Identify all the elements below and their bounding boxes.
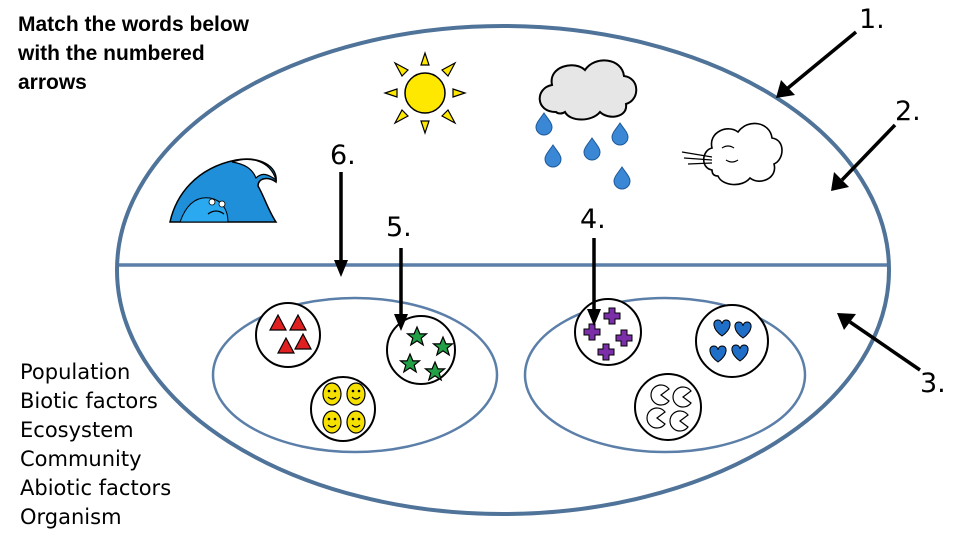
instruction-line: arrows — [18, 71, 87, 94]
instructions: Match the words below with the numbered … — [18, 10, 308, 97]
wind-cloud-icon — [681, 122, 783, 186]
population-triangles — [255, 302, 321, 368]
arrows — [334, 30, 921, 372]
arrow-label-6: 6. — [330, 140, 356, 171]
population-hearts — [695, 304, 769, 378]
word-list-item: Population — [20, 360, 131, 384]
arrow-5-head — [394, 314, 408, 331]
word-list-item: Biotic factors — [20, 389, 158, 413]
arrow-3 — [849, 320, 921, 372]
arrow-2 — [840, 123, 897, 182]
instruction-line: Match the words below — [18, 13, 250, 36]
population-pacmen — [634, 373, 702, 441]
arrow-6-head — [334, 260, 348, 277]
arrow-label-5: 5. — [386, 212, 412, 243]
instruction-line: with the numbered — [18, 42, 205, 65]
word-list-item: Organism — [20, 505, 122, 529]
population-stars — [386, 315, 456, 385]
word-list-item: Ecosystem — [20, 418, 134, 442]
arrow-1 — [786, 30, 858, 90]
arrow-label-3: 3. — [920, 368, 946, 399]
population-faces — [310, 376, 376, 442]
population-crosses — [574, 298, 642, 366]
arrow-1-head — [776, 80, 795, 98]
arrow-2-head — [831, 172, 849, 191]
arrow-4-head — [587, 309, 601, 326]
community-left-ellipse — [211, 296, 499, 454]
ecosystem-ellipse — [115, 24, 891, 516]
word-list-item: Community — [20, 447, 142, 471]
arrow-label-2: 2. — [895, 96, 921, 127]
arrow-3-head — [837, 313, 856, 330]
sun-icon — [383, 51, 467, 135]
community-right-ellipse — [523, 296, 807, 454]
word-list: Population Biotic factors Ecosystem Comm… — [20, 358, 171, 532]
arrow-label-4: 4. — [580, 204, 606, 235]
rain-cloud-icon — [535, 59, 638, 190]
arrow-label-1: 1. — [859, 4, 885, 35]
word-list-item: Abiotic factors — [20, 476, 172, 500]
wave-icon — [169, 158, 278, 223]
